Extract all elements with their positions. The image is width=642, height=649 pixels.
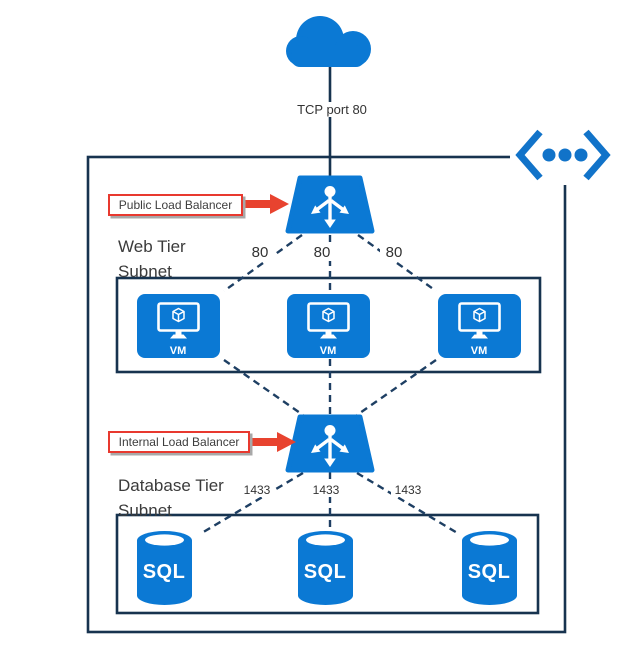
sql-label-3: SQL (467, 561, 511, 583)
db-subnet-title-line2: Subnet (118, 501, 172, 520)
public-lb-callout: Public Load Balancer (108, 194, 243, 216)
tcp-port-label: TCP port 80 (286, 102, 378, 117)
port-label-80-3: 80 (380, 244, 408, 261)
sql-label-2: SQL (303, 561, 347, 583)
db-subnet-title: Database Tier Subnet (118, 473, 224, 523)
dashed-connections (199, 234, 460, 536)
port-label-1433-2: 1433 (309, 483, 343, 497)
vm-label-1: VM (169, 345, 187, 357)
vm-label-3: VM (470, 345, 488, 357)
port-label-1433-3: 1433 (391, 483, 425, 497)
sql-label-1: SQL (142, 561, 186, 583)
vm-label-2: VM (319, 345, 337, 357)
internal-load-balancer-icon (288, 417, 372, 470)
db-subnet-title-line1: Database Tier (118, 476, 224, 495)
database-tier-subnet-box (115, 513, 540, 615)
virtual-network-icon (510, 119, 622, 185)
public-lb-callout-text: Public Load Balancer (118, 198, 233, 212)
public-load-balancer-icon (288, 178, 372, 231)
internal-lb-callout-text: Internal Load Balancer (118, 435, 240, 449)
internal-lb-callout: Internal Load Balancer (108, 431, 250, 453)
web-subnet-title-line1: Web Tier (118, 237, 186, 256)
web-tier-subnet-box (115, 276, 542, 374)
port-label-80-1: 80 (246, 244, 274, 261)
internal-lb-callout-arrow-icon (252, 432, 296, 452)
public-lb-callout-arrow-icon (245, 194, 289, 214)
port-label-80-2: 80 (308, 244, 336, 261)
port-label-1433-1: 1433 (240, 483, 274, 497)
web-subnet-title-line2: Subnet (118, 262, 172, 281)
cloud-icon (286, 16, 371, 67)
web-subnet-title: Web Tier Subnet (118, 234, 186, 284)
virtual-network-boundary (86, 155, 567, 634)
